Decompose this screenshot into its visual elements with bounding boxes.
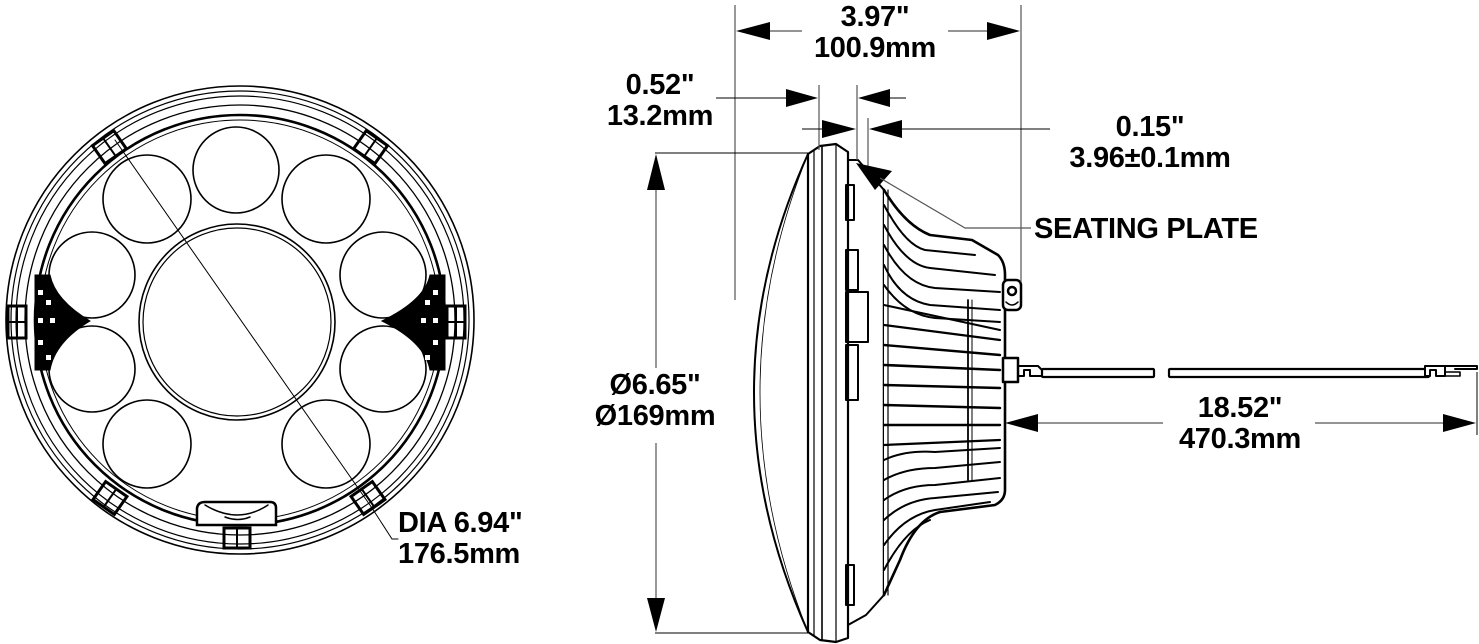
lens-diameter-label: Ø6.65" Ø169mm (580, 370, 730, 432)
front-diameter-in: DIA 6.94" (398, 507, 523, 539)
led-optic (339, 325, 427, 413)
rim-thickness-in: 0.52" (625, 69, 695, 101)
rim-thickness-mm: 13.2mm (606, 100, 714, 132)
cable-length-in: 18.52" (1197, 392, 1283, 424)
cable-length-mm: 470.3mm (1178, 423, 1302, 455)
front-diameter-label: DIA 6.94" 176.5mm (398, 507, 523, 570)
lens-diameter-in: Ø6.65" (609, 369, 701, 401)
center-lens (138, 223, 336, 421)
dimension-lines (647, 5, 1478, 634)
led-optic (281, 154, 371, 244)
seating-offset-mm: 3.96±0.1mm (1069, 142, 1231, 174)
side-view (753, 142, 1478, 644)
cable-segment (1167, 367, 1431, 379)
led-optic (102, 154, 192, 244)
led-optic (192, 126, 280, 214)
diameter-leader (114, 139, 373, 509)
front-diameter-mm: 176.5mm (398, 538, 521, 570)
overall-depth-in: 3.97" (840, 1, 910, 33)
seating-offset-label: 0.15" 3.96±0.1mm (1050, 112, 1250, 174)
seating-plate-label: SEATING PLATE (1034, 213, 1258, 245)
rim-thickness-label: 0.52" 13.2mm (585, 70, 735, 132)
front-view (5, 85, 475, 555)
lens-diameter-mm: Ø169mm (594, 400, 716, 432)
led-optic (281, 399, 371, 489)
led-optic (339, 231, 427, 319)
cable-segment (1040, 367, 1156, 379)
seating-offset-in: 0.15" (1115, 111, 1185, 143)
overall-depth-mm: 100.9mm (813, 32, 937, 64)
overall-depth-label: 3.97" 100.9mm (790, 2, 960, 64)
cable-length-label: 18.52" 470.3mm (1160, 393, 1320, 455)
led-optic (102, 399, 192, 489)
